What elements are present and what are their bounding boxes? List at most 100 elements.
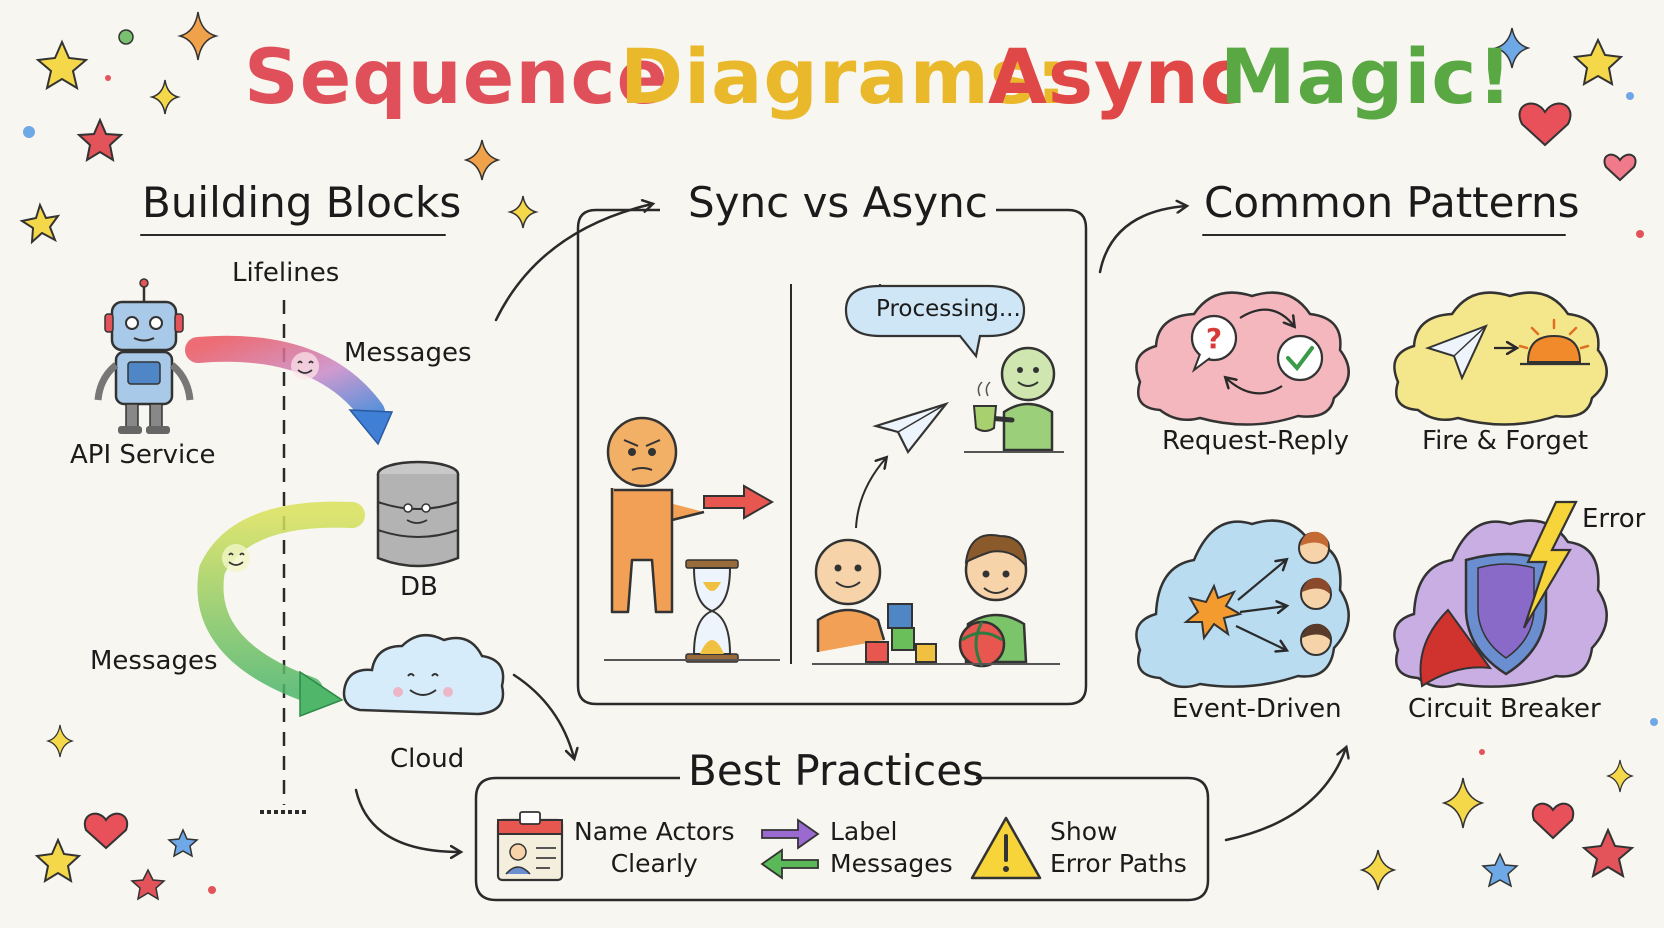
lifelines-label: Lifelines bbox=[232, 258, 340, 288]
heading-underline bbox=[1202, 234, 1566, 236]
star-icon bbox=[130, 868, 166, 901]
lightning-icon bbox=[1522, 500, 1578, 629]
common-patterns-illustration: ? bbox=[1135, 291, 1608, 689]
star-icon bbox=[167, 828, 199, 858]
best-practices-panel bbox=[474, 776, 1210, 902]
message-arrow-1-head bbox=[348, 409, 394, 446]
practice-line: Label bbox=[830, 817, 898, 846]
messages-label: Messages bbox=[344, 338, 472, 368]
dot-icon bbox=[118, 29, 134, 45]
smile-face-icon bbox=[291, 352, 319, 380]
database-icon bbox=[376, 460, 460, 568]
pattern-label-fire-forget: Fire & Forget bbox=[1422, 426, 1589, 456]
heart-icon bbox=[1531, 802, 1575, 840]
sparkle-icon bbox=[507, 195, 539, 229]
star-icon bbox=[19, 202, 61, 245]
happy-person-icon bbox=[985, 346, 1056, 452]
burst-icon bbox=[1183, 583, 1243, 641]
paper-plane-icon bbox=[1424, 324, 1488, 381]
practice-line: Error Paths bbox=[1050, 849, 1187, 878]
speech-bubble-text: Processing... bbox=[876, 296, 1021, 322]
sparkle-icon bbox=[1441, 777, 1485, 829]
db-label: DB bbox=[400, 572, 438, 602]
best-practices-heading: Best Practices bbox=[688, 746, 984, 795]
arrow-cloud-to-practices bbox=[512, 673, 574, 758]
dot-icon bbox=[208, 886, 216, 894]
heart-icon bbox=[83, 812, 129, 850]
heart-icon bbox=[1518, 102, 1572, 147]
smile-face-icon bbox=[222, 544, 250, 572]
sparkle-icon bbox=[463, 139, 501, 181]
checkmark-icon bbox=[1276, 334, 1324, 382]
dot-icon bbox=[1650, 718, 1658, 726]
api-service-label: API Service bbox=[70, 440, 216, 470]
throw-arrow bbox=[855, 458, 886, 529]
sync-async-panel bbox=[576, 208, 1088, 706]
warning-icon bbox=[970, 816, 1042, 880]
coffee-cup-icon bbox=[972, 381, 998, 432]
dot-icon bbox=[1636, 230, 1644, 238]
practice-show-errors: Show Error Paths bbox=[1050, 816, 1187, 880]
sparkle-icon bbox=[1359, 849, 1397, 891]
star-icon bbox=[1581, 827, 1635, 879]
sunset-icon bbox=[1518, 318, 1590, 366]
arrow-to-practices bbox=[354, 788, 460, 852]
message-arrow-2-head bbox=[299, 670, 344, 718]
green-arrow-icon bbox=[760, 848, 819, 880]
subscriber-face-icon bbox=[1298, 531, 1330, 564]
heading-underline bbox=[140, 234, 446, 236]
question-bubble-icon: ? bbox=[1190, 314, 1238, 373]
star-icon bbox=[1481, 852, 1519, 888]
dot-icon bbox=[1626, 92, 1634, 100]
sparkle-icon bbox=[1493, 27, 1531, 69]
practice-label-messages: Label Messages bbox=[830, 816, 953, 880]
pattern-label-request-reply: Request-Reply bbox=[1162, 426, 1350, 456]
arrow-to-sync bbox=[494, 204, 652, 322]
speech-bubble-icon bbox=[844, 284, 1026, 359]
practice-line: Clearly bbox=[610, 849, 698, 878]
dot-icon bbox=[1479, 749, 1485, 755]
toy-blocks-icon bbox=[865, 603, 937, 663]
arrow-to-patterns bbox=[1098, 206, 1186, 274]
star-icon bbox=[35, 39, 89, 91]
error-label: Error bbox=[1582, 504, 1646, 534]
paper-plane-icon bbox=[872, 401, 950, 455]
decor-stars bbox=[19, 11, 1658, 901]
title-word-3: Async bbox=[988, 32, 1246, 121]
practice-line: Name Actors bbox=[574, 817, 735, 846]
practice-line: Messages bbox=[830, 849, 953, 878]
title-word-1: Sequence bbox=[244, 32, 670, 121]
sparkle-icon bbox=[177, 11, 219, 61]
id-badge-icon bbox=[496, 811, 564, 882]
arrow-practices-to-patterns bbox=[1224, 748, 1346, 842]
subscriber-face-icon bbox=[1300, 623, 1332, 656]
star-icon bbox=[76, 117, 124, 163]
title-word-2: Diagrams: bbox=[620, 32, 1068, 121]
messages-label: Messages bbox=[90, 646, 218, 676]
playing-child-icon bbox=[814, 538, 886, 652]
building-blocks-heading: Building Blocks bbox=[142, 178, 462, 227]
message-arrow-2 bbox=[197, 501, 365, 703]
sparkle-icon bbox=[45, 724, 75, 758]
waiting-person-icon bbox=[606, 416, 705, 614]
dot-icon bbox=[23, 126, 35, 138]
cycle-arrow-icon bbox=[1226, 378, 1283, 395]
sync-arrow-icon bbox=[703, 484, 775, 520]
flow-arrows bbox=[354, 204, 1346, 852]
cycle-arrow-icon bbox=[1239, 308, 1294, 326]
cape-icon bbox=[1419, 608, 1493, 688]
building-blocks-illustration bbox=[94, 278, 505, 814]
child-with-ball-icon bbox=[958, 534, 1028, 668]
sync-async-heading: Sync vs Async bbox=[688, 178, 988, 227]
common-patterns-heading: Common Patterns bbox=[1204, 178, 1580, 227]
svg-text:?: ? bbox=[1206, 322, 1222, 355]
pattern-label-event-driven: Event-Driven bbox=[1172, 694, 1342, 724]
cloud-icon bbox=[342, 633, 505, 716]
sparkle-icon bbox=[1605, 759, 1635, 793]
pattern-label-circuit-breaker: Circuit Breaker bbox=[1408, 694, 1601, 724]
title-word-4: Magic! bbox=[1220, 32, 1514, 121]
purple-arrow-icon bbox=[761, 818, 820, 850]
robot-icon bbox=[94, 278, 194, 434]
